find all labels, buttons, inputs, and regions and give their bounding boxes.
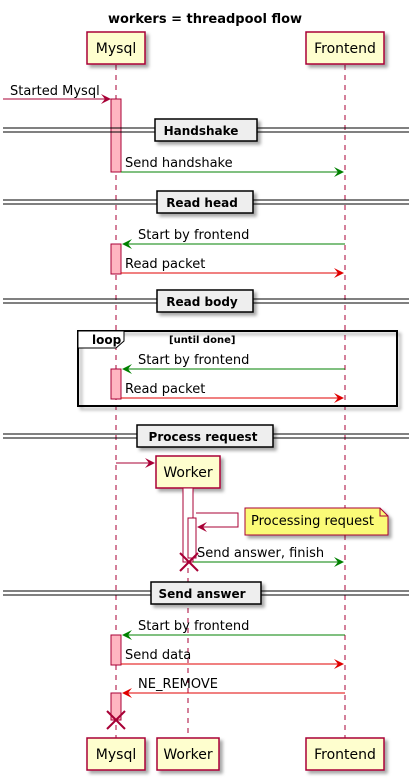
msg-start-by-frontend-3-label: Start by frontend (138, 619, 249, 634)
participant-worker-label: Worker (163, 465, 213, 481)
msg-send-data-label: Send data (125, 648, 191, 663)
diagram-title: workers = threadpool flow (108, 12, 302, 27)
msg-start-by-frontend-1-label: Start by frontend (138, 228, 249, 243)
loop-frame: loop [until done] (77, 330, 398, 407)
divider-send-answer-label: Send answer (158, 587, 245, 601)
participant-worker-top: Worker (155, 455, 221, 489)
participant-mysql-top: Mysql (86, 31, 146, 65)
worker-destroy-icon (179, 552, 199, 572)
divider-process-request: Process request (3, 424, 409, 448)
loop-keyword: loop (92, 333, 122, 347)
msg-read-packet-2-label: Read packet (125, 382, 205, 397)
activation-mysql-1 (110, 98, 122, 173)
activation-mysql-2 (110, 243, 122, 275)
msg-send-handshake-label: Send handshake (125, 156, 233, 171)
loop-condition: [until done] (169, 335, 235, 346)
msg-self-processing-arrow (196, 512, 239, 532)
participant-frontend-top: Frontend (305, 31, 385, 65)
divider-process-request-label: Process request (149, 430, 258, 444)
divider-handshake: Handshake (3, 118, 409, 142)
participant-mysql-bottom-label: Mysql (96, 747, 136, 763)
activation-mysql-3 (110, 368, 122, 400)
msg-ne-remove-label: NE_REMOVE (138, 677, 218, 692)
note-processing-request: Processing request (244, 507, 389, 536)
participant-frontend-bottom-label: Frontend (314, 747, 376, 763)
participant-frontend-bottom: Frontend (305, 737, 385, 771)
participant-worker-bottom: Worker (156, 737, 220, 771)
msg-send-answer-finish-label: Send answer, finish (197, 546, 324, 561)
divider-read-body-label: Read body (166, 295, 238, 309)
participant-frontend-label: Frontend (314, 41, 376, 57)
msg-start-by-frontend-2-label: Start by frontend (138, 353, 249, 368)
msg-started-mysql-label: Started Mysql (10, 84, 100, 99)
divider-read-head: Read head (3, 190, 409, 214)
msg-read-packet-1-label: Read packet (125, 257, 205, 272)
note-processing-request-label: Processing request (251, 514, 374, 529)
divider-handshake-label: Handshake (164, 124, 239, 138)
participant-worker-bottom-label: Worker (163, 747, 213, 763)
participant-mysql-label: Mysql (96, 41, 136, 57)
divider-read-body: Read body (3, 289, 409, 313)
participant-mysql-bottom: Mysql (86, 737, 146, 771)
divider-send-answer: Send answer (3, 581, 409, 605)
divider-read-head-label: Read head (166, 196, 238, 210)
mysql-destroy-icon (106, 710, 126, 730)
activation-worker-2 (187, 517, 197, 559)
activation-mysql-4 (110, 634, 122, 666)
